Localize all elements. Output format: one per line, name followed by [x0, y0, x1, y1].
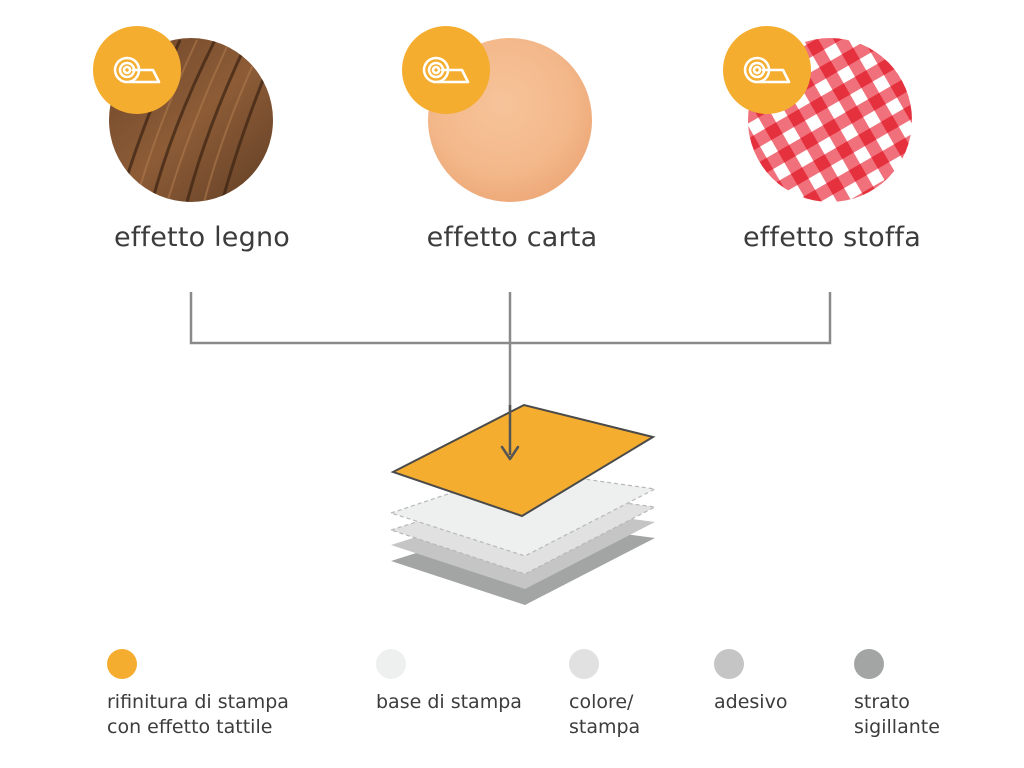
- legend-swatch-sealing-layer: [854, 649, 884, 679]
- roll-icon-paper: [402, 26, 490, 114]
- label-wood-effect: effetto legno: [114, 222, 290, 253]
- layer-stack: [389, 403, 657, 605]
- label-paper-effect: effetto carta: [426, 222, 598, 253]
- roll-icon-fabric: [723, 26, 811, 114]
- legend-label-print-base: base di stampa: [376, 691, 522, 713]
- label-fabric-effect: effetto stoffa: [742, 222, 922, 253]
- arrow-head: [500, 405, 520, 461]
- layer-tactile-finish: [390, 403, 656, 518]
- roll-icon-wood: [93, 26, 181, 114]
- legend-swatch-print-base: [376, 649, 406, 679]
- legend-label-print-color: colore/stampa: [569, 691, 641, 738]
- legend-swatch-print-color: [569, 649, 599, 679]
- legend-label-adhesive: adesivo: [714, 691, 788, 713]
- legend-swatch-tactile-finish: [107, 649, 137, 679]
- legend-swatch-adhesive: [714, 649, 744, 679]
